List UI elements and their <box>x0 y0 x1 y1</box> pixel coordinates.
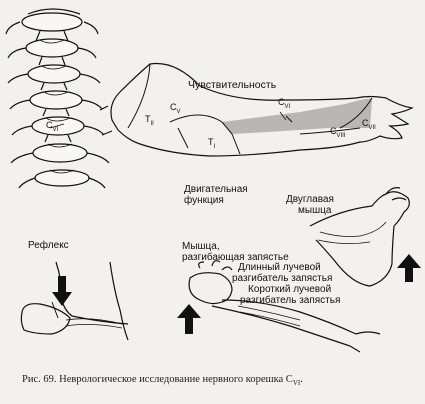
dermatome-cviii: CVIII <box>330 126 346 139</box>
figure-caption: Рис. 69. Неврологическое исследование не… <box>22 374 303 388</box>
wrist-extension-arrow-icon <box>177 304 201 334</box>
dermatome-cvi: CVI <box>278 97 291 110</box>
wrist-extensor-label: Мышца, разгибающая запястье <box>182 241 289 263</box>
long-radial-extensor-label: Длинный лучевой разгибатель запястья <box>232 262 333 284</box>
vertebra-7 <box>18 169 106 189</box>
vertebra-1 <box>5 12 99 42</box>
dermatome-tii: TII <box>145 114 154 127</box>
cvi-dermatome-shading <box>222 98 372 134</box>
vertebra-3 <box>7 64 101 91</box>
leader-lines <box>49 111 287 129</box>
short-radial-extensor-label: Короткий лучевой разгибатель запястья <box>240 284 341 306</box>
dermatome-ti: TI <box>208 137 216 150</box>
dermatome-spine-cvi: CVI <box>46 120 59 133</box>
reflex-arrow-icon <box>52 276 72 306</box>
sensitivity-label: Чувствительность <box>188 79 277 91</box>
motor-function-label: Двигательная функция <box>184 184 248 206</box>
dermatome-cvii: CVII <box>362 118 376 131</box>
arm-dermatome-illustration <box>110 62 414 157</box>
biceps-arm-illustration <box>309 187 410 287</box>
vertebra-4 <box>9 90 103 117</box>
cervical-spine-illustration <box>5 8 113 189</box>
vertebra-6 <box>10 143 110 164</box>
reflex-arm-illustration <box>20 261 129 341</box>
biceps-label: Двуглавая мышца <box>286 194 334 216</box>
wrist-extension-arm-illustration <box>188 260 381 353</box>
dermatome-cv: CV <box>170 102 181 115</box>
biceps-arrow-icon <box>397 254 421 282</box>
reflex-label: Рефлекс <box>28 240 69 251</box>
vertebra-2 <box>7 38 97 66</box>
